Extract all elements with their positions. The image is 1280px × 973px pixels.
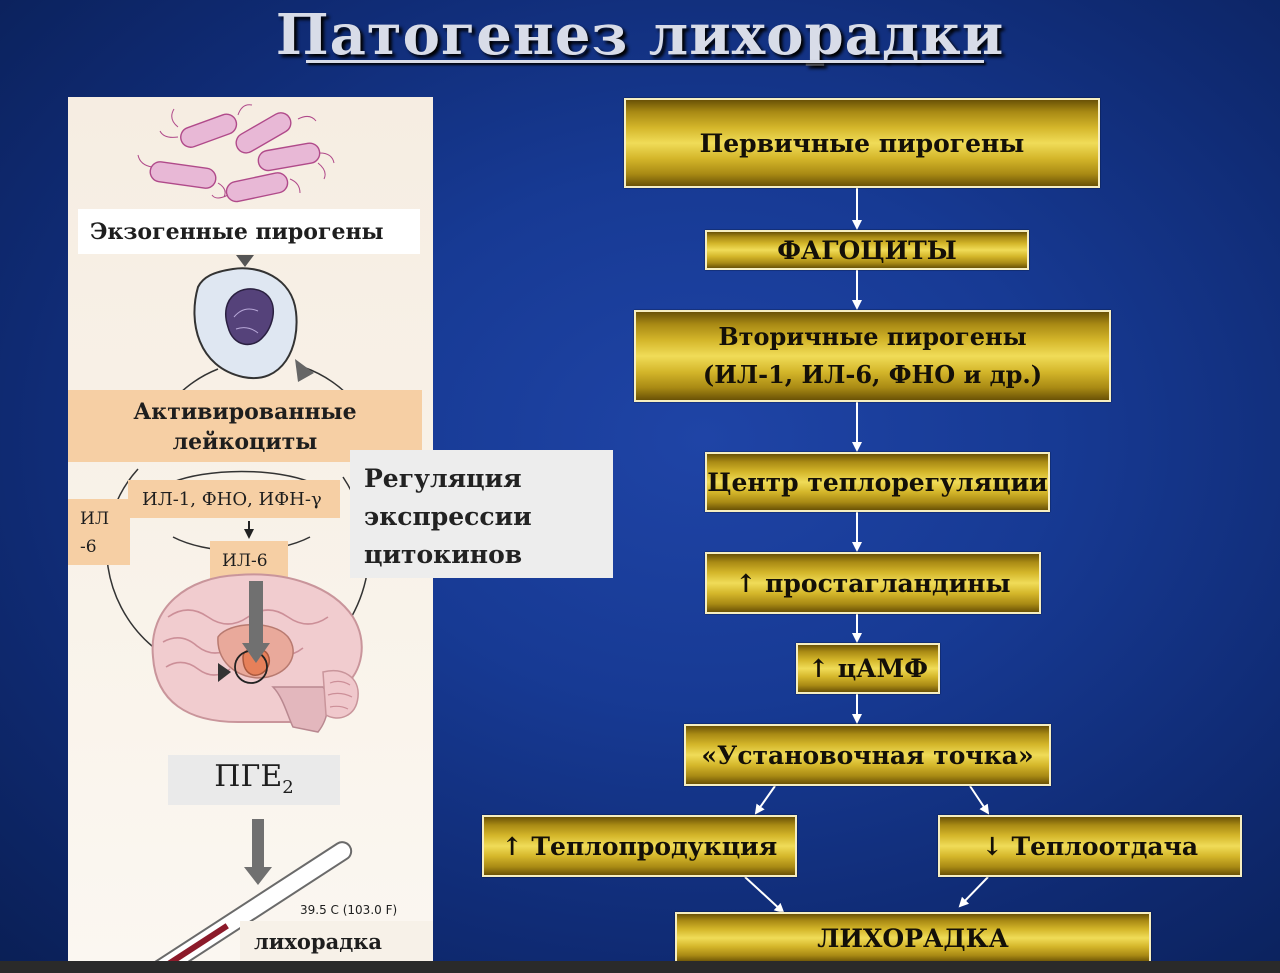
callout-line-2: экспрессии — [364, 502, 532, 531]
thermometer-icon — [145, 841, 353, 961]
arrow-heatloss-to-fever — [958, 876, 989, 908]
fever-label: лихорадка — [254, 929, 382, 954]
exogenous-pyrogens-label: Экзогенные пирогены — [90, 219, 384, 245]
activated-leukocytes-label-1: Активированные — [133, 399, 357, 425]
cytokine-regulation-callout: Регуляция экспрессии цитокинов — [350, 450, 613, 578]
heat-production-box: ↑ Теплопродукция — [482, 815, 797, 877]
down-arrow-1 — [236, 255, 254, 267]
secondary-pyrogens-box: Вторичные пирогены (ИЛ-1, ИЛ-6, ФНО и др… — [634, 310, 1111, 402]
primary-pyrogens-box: Первичные пирогены — [624, 98, 1100, 188]
callout-line-1: Регуляция — [364, 464, 522, 493]
pge2-main: ПГЕ — [214, 759, 283, 794]
heat-loss-box: ↓ Теплоотдача — [938, 815, 1242, 877]
fever-label-bg — [240, 921, 433, 961]
bacteria-illustration — [149, 112, 321, 203]
cytokines-label-bg — [128, 480, 340, 518]
illustration-drawing — [68, 104, 433, 961]
pge2-arrow-head — [244, 867, 272, 885]
il6-side-label-bg — [68, 499, 130, 565]
activated-leukocytes-label-2: лейкоциты — [172, 429, 318, 455]
il6-side-label-2: -6 — [80, 537, 97, 557]
title-underline — [306, 60, 984, 63]
cytokines-label: ИЛ-1, ФНО, ИФН-γ — [142, 489, 322, 510]
bottom-edge-bar — [0, 961, 1280, 973]
il6-side-label-1: ИЛ — [80, 509, 110, 529]
il6-small-label: ИЛ-6 — [222, 551, 268, 571]
il6-arrow-shaft — [249, 581, 263, 645]
pge2-arrow-shaft — [252, 819, 264, 869]
prostaglandins-box: ↑ простагландины — [705, 552, 1041, 614]
pge2-label-bg — [168, 755, 340, 805]
leukocyte-cell — [193, 267, 298, 380]
cycle-arc-inner-top — [172, 470, 311, 483]
phagocytes-box: ФАГОЦИТЫ — [705, 230, 1029, 270]
cycle-arrowhead — [295, 359, 314, 382]
il6-arrow-head — [242, 643, 270, 663]
arrow-heatprod-to-fever — [744, 876, 785, 914]
camp-box: ↑ цАМФ — [796, 643, 940, 694]
arrow-setpoint-to-heatprod — [754, 785, 776, 815]
slide-title: Патогенез лихорадки — [275, 2, 1005, 68]
pge2-subscript: 2 — [282, 777, 294, 798]
pge2-label: ПГЕ2 — [168, 759, 340, 798]
down-arrow-small — [244, 529, 254, 539]
bacteria-flagella — [137, 104, 335, 199]
arc-arrowhead-brain — [218, 663, 231, 682]
exo-label-bg — [78, 209, 420, 254]
secondary-pyrogens-line-1: Вторичные пирогены — [718, 322, 1027, 351]
fever-box: ЛИХОРАДКА — [675, 912, 1151, 964]
set-point-box: «Установочная точка» — [684, 724, 1051, 786]
thermoregulation-center-box: Центр теплорегуляции — [705, 452, 1050, 512]
callout-line-3: цитокинов — [364, 540, 523, 569]
arrow-setpoint-to-heatloss — [969, 785, 990, 815]
thermometer-reading: 39.5 C (103.0 F) — [300, 903, 398, 917]
secondary-pyrogens-line-2: (ИЛ-1, ИЛ-6, ФНО и др.) — [702, 360, 1043, 389]
